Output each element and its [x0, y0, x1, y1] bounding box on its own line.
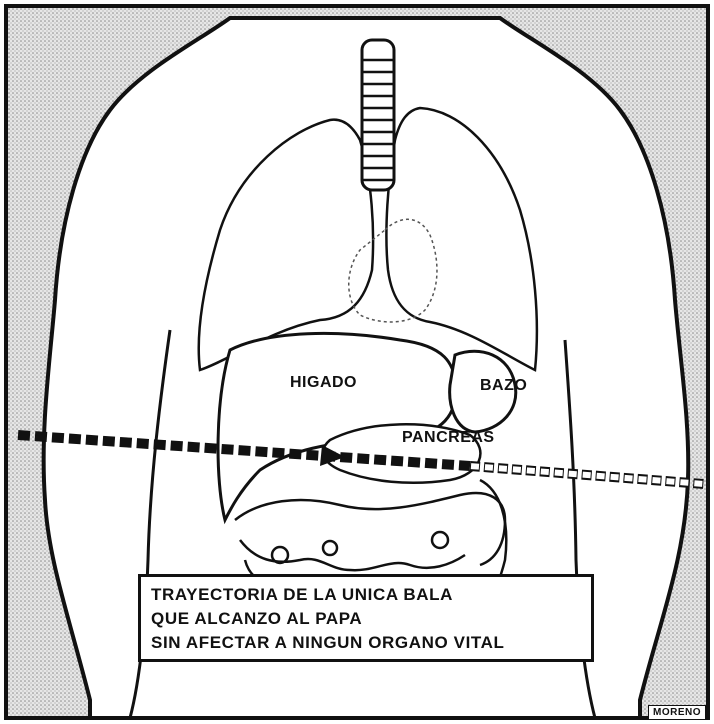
- pancreas-label: PANCREAS: [402, 429, 495, 447]
- caption-line-3: SIN AFECTAR A NINGUN ORGANO VITAL: [151, 631, 581, 655]
- caption-line-2: QUE ALCANZO AL PAPA: [151, 607, 581, 631]
- liver-label: HIGADO: [290, 374, 357, 392]
- caption-line-1: TRAYECTORIA DE LA UNICA BALA: [151, 583, 581, 607]
- artist-signature: MORENO: [648, 705, 706, 720]
- caption-box: TRAYECTORIA DE LA UNICA BALA QUE ALCANZO…: [138, 574, 594, 662]
- spleen-label: BAZO: [480, 377, 527, 395]
